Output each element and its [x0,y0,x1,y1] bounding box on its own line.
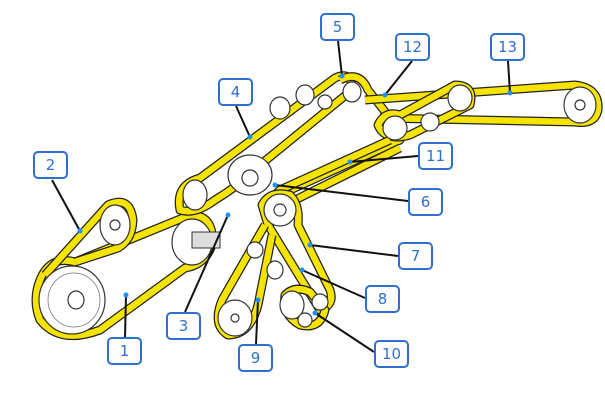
callout-1: 1 [107,337,142,365]
belt-2 [41,197,138,279]
callout-11: 11 [418,142,453,170]
callout-9: 9 [238,344,273,372]
callout-12: 12 [395,33,430,61]
callout-5: 5 [320,13,355,41]
callout-3: 3 [166,312,201,340]
callout-6: 6 [408,188,443,216]
leader-lines [51,40,513,353]
pulleys [38,81,597,337]
callout-13: 13 [490,33,525,61]
callout-2: 2 [33,151,68,179]
callout-10: 10 [374,340,409,368]
callout-7: 7 [398,242,433,270]
callout-4: 4 [218,78,253,106]
callout-8: 8 [365,285,400,313]
